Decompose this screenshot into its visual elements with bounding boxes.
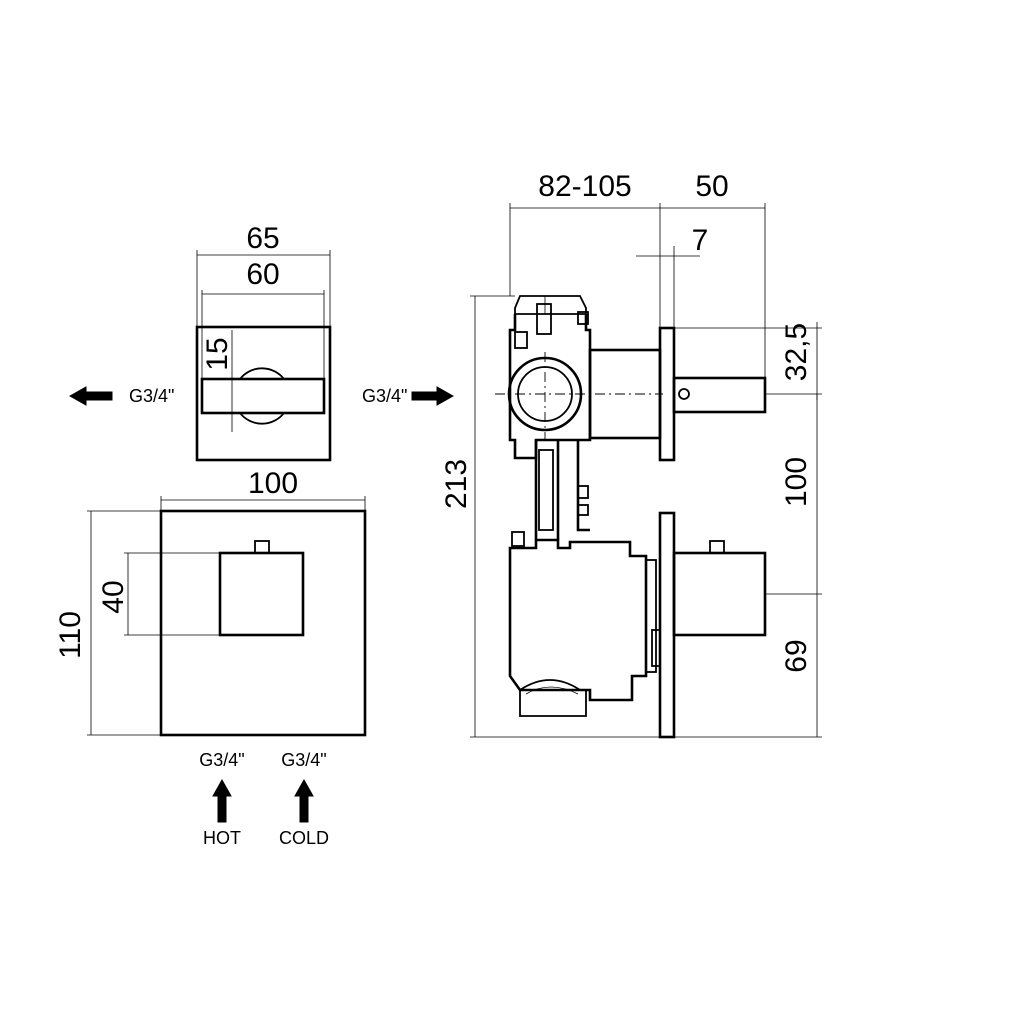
dim-213: 213: [440, 459, 473, 509]
outlet-arrow-icon: [68, 386, 113, 406]
side-view-upper-lever: [672, 376, 767, 414]
dim-50: 50: [695, 170, 728, 203]
cold-thread-label: G3/4": [281, 750, 326, 770]
dim-100-spacing: 100: [780, 457, 813, 507]
top-view-spindle: [239, 367, 285, 425]
side-view-bottom-fitting: [519, 679, 587, 717]
side-view-lower-plate: [658, 511, 676, 739]
dim-69: 69: [780, 639, 813, 672]
front-view-plate: [159, 509, 367, 737]
side-view-lower-body: [508, 538, 648, 702]
top-view: 65 60 15: [195, 222, 332, 462]
dim-60: 60: [246, 258, 279, 291]
inlet-arrow-icon: [411, 386, 455, 406]
dim-32-5: 32,5: [780, 323, 813, 381]
cold-inlet: G3/4" COLD: [279, 750, 329, 848]
front-view-knob: [254, 540, 270, 554]
dim-110: 110: [54, 611, 87, 659]
dim-7: 7: [692, 224, 709, 257]
side-view-upper-body: [508, 314, 592, 460]
hot-thread-label: G3/4": [199, 750, 244, 770]
inlet-connection: G3/4": [362, 386, 455, 406]
cold-label: COLD: [279, 828, 329, 848]
hot-label: HOT: [203, 828, 241, 848]
inlet-label: G3/4": [362, 386, 407, 406]
front-view-handle: [218, 551, 305, 637]
outlet-connection: G3/4": [68, 386, 174, 406]
top-view-plate: [195, 325, 332, 462]
side-view-dimensions: 82-105 50 7 213 32,5 100 69: [440, 170, 822, 738]
side-view-lower-handle: [672, 551, 767, 637]
outlet-label: G3/4": [129, 386, 174, 406]
top-view-handle: [200, 377, 326, 415]
cold-arrow-icon: [294, 778, 314, 823]
hot-inlet: G3/4" HOT: [199, 750, 244, 848]
dim-65: 65: [246, 222, 279, 255]
front-view: 100 110 40: [54, 467, 367, 737]
hot-arrow-icon: [212, 778, 232, 823]
side-view: [495, 295, 767, 739]
dim-40: 40: [97, 580, 130, 613]
dim-82-105: 82-105: [538, 170, 631, 203]
dim-15: 15: [201, 337, 234, 370]
dim-100-width: 100: [248, 467, 298, 500]
